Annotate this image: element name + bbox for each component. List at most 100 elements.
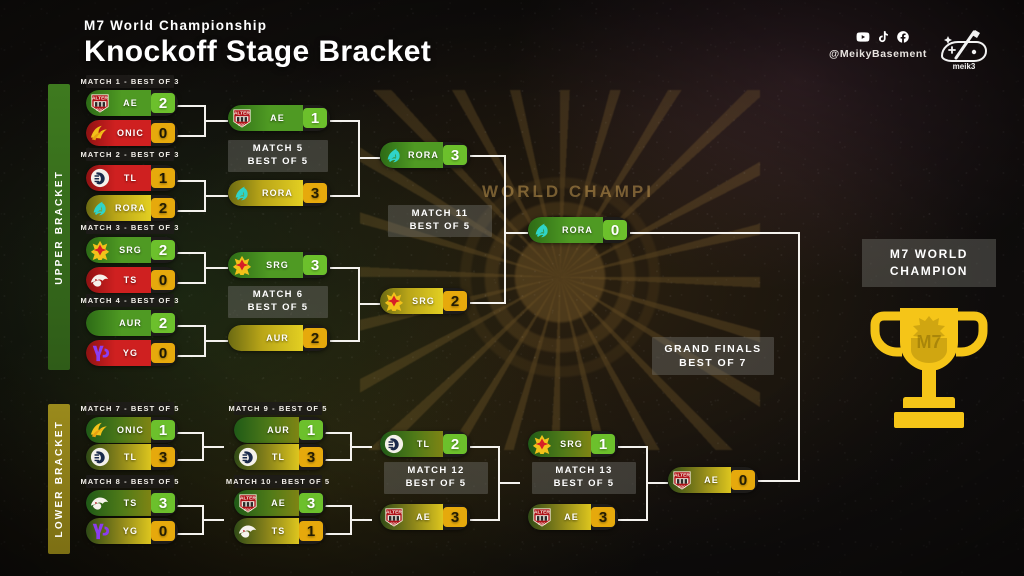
srg-logo: [88, 239, 112, 261]
team-name: SRG: [266, 260, 289, 270]
svg-text:EGO: EGO: [678, 485, 686, 489]
pill-body: AUR: [86, 310, 151, 336]
pill-body: YG: [86, 340, 151, 366]
connector: [176, 282, 206, 284]
connector: [176, 135, 206, 137]
team-name: AUR: [267, 425, 290, 435]
connector: [470, 155, 506, 157]
svg-text:ALTER: ALTER: [234, 111, 250, 117]
team-name: SRG: [119, 245, 142, 255]
team-name: RORA: [408, 150, 439, 160]
connector: [176, 505, 204, 507]
connector: [470, 519, 500, 521]
tl-logo: [88, 167, 112, 189]
svg-text:ALTER: ALTER: [92, 96, 108, 102]
facebook-icon[interactable]: [896, 30, 910, 44]
team-score: 3: [443, 145, 467, 165]
pill-body: SRG: [380, 288, 443, 314]
social-icons: [856, 30, 910, 44]
pill-body: SRG: [228, 252, 303, 278]
rora-logo: [88, 197, 112, 219]
youtube-icon[interactable]: [856, 30, 870, 44]
pill-body: RORA: [380, 142, 443, 168]
tl-logo: [382, 433, 406, 455]
team-name: AUR: [119, 318, 142, 328]
pill-body: SRG: [528, 431, 591, 457]
connector: [330, 195, 360, 197]
team-score: 1: [303, 108, 327, 128]
connector: [350, 446, 372, 448]
pill-body: TS: [234, 518, 299, 544]
pill-body: SRG: [86, 237, 151, 263]
team-name: SRG: [560, 439, 583, 449]
team-name: RORA: [115, 203, 146, 213]
connector: [176, 180, 206, 182]
match-header-2: MATCH 2 - BEST OF 3: [80, 148, 180, 161]
connector: [470, 302, 506, 304]
connector: [504, 232, 528, 234]
match-header-8: MATCH 8 - BEST OF 5: [80, 475, 180, 488]
team-score: 3: [299, 493, 323, 513]
match-header-9: MATCH 9 - BEST OF 5: [228, 402, 328, 415]
connector: [758, 480, 800, 482]
pill-body: TL: [380, 431, 443, 457]
svg-text:ALTER: ALTER: [534, 510, 550, 516]
team-score: 2: [151, 93, 175, 113]
svg-text:EGO: EGO: [244, 508, 252, 512]
connector: [176, 105, 206, 107]
team-name: TL: [123, 452, 138, 462]
pill-body: ONIC: [86, 120, 151, 146]
team-pill-m11-1[interactable]: RORA 3: [380, 142, 470, 168]
tiktok-icon[interactable]: [876, 30, 890, 44]
connector: [176, 210, 206, 212]
onic-logo: [88, 122, 112, 144]
connector: [176, 252, 206, 254]
connector: [470, 446, 500, 448]
team-score: 0: [603, 220, 627, 240]
tl-logo: [88, 446, 112, 468]
team-score: 0: [151, 521, 175, 541]
team-name: AUR: [266, 333, 289, 343]
team-name: AE: [270, 113, 285, 123]
connector: [324, 505, 352, 507]
social-handle: @MeikyBasement: [828, 48, 927, 60]
connector: [202, 446, 224, 448]
connector: [358, 303, 380, 305]
team-name: AE: [271, 498, 286, 508]
team-name: YG: [122, 348, 139, 358]
meiky-logo: meik3: [934, 26, 994, 72]
rora-logo: [382, 144, 406, 166]
